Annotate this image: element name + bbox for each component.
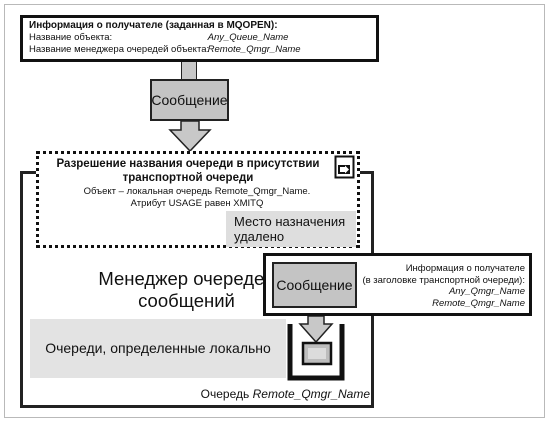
message-label: Сообщение (151, 92, 228, 108)
object-name-value: Any_Queue_Name (207, 32, 289, 43)
local-queues-area: Очереди, определенные локально (30, 319, 286, 378)
tx-info-line-1: Информация о получателе (405, 263, 525, 274)
recipient-info-title: Информация о получателе (заданная в MQOP… (29, 20, 278, 31)
arrow-shaft-top (181, 62, 197, 79)
diagram-frame (4, 4, 545, 418)
tx-info-value-1: Any_Qmgr_Name (448, 286, 525, 297)
arrow-down-to-resolution (168, 121, 212, 153)
queue-name-caption: Очередь Remote_Qmgr_Name (200, 387, 370, 401)
transmission-queue-icon (287, 324, 345, 381)
resolution-title: Разрешение названия очереди в присутстви… (56, 158, 320, 184)
resolution-line-1: Объект – локальная очередь Remote_Qmgr_N… (83, 186, 311, 197)
recipient-info-box: Информация о получателе (заданная в MQOP… (20, 15, 379, 62)
remote-destination-note: Место назначения удалено (226, 211, 356, 247)
local-queues-label: Очереди, определенные локально (45, 340, 271, 356)
document-exit-icon (334, 155, 355, 179)
object-name-label: Название объекта: (29, 32, 113, 43)
qmgr-name-label: Название менеджера очередей объекта: (29, 44, 210, 55)
resolution-details: Объект – локальная очередь Remote_Qmgr_N… (66, 186, 328, 210)
object-name-row: Название объекта: Any_Queue_Name (29, 32, 370, 44)
queue-caption-name: Remote_Qmgr_Name (252, 387, 370, 401)
transmission-message-box: Сообщение (272, 262, 357, 308)
tx-info-line-2: (в заголовке транспортной очереди): (362, 274, 525, 286)
qmgr-name-row: Название менеджера очередей объекта: Rem… (29, 44, 370, 56)
queue-manager-label: Менеджер очередей сообщений (98, 268, 275, 311)
message-box: Сообщение (150, 79, 229, 121)
queue-caption-prefix: Очередь (200, 387, 250, 401)
resolution-line-2: Атрибут USAGE равен XMITQ (130, 198, 264, 209)
transmission-header-info: Информация о получателе (в заголовке тра… (345, 263, 525, 309)
transmission-message-label: Сообщение (276, 277, 353, 293)
arrow-down-to-queue (298, 316, 334, 344)
tx-info-value-2: Remote_Qmgr_Name (432, 297, 525, 309)
qmgr-name-value: Remote_Qmgr_Name (207, 44, 301, 55)
